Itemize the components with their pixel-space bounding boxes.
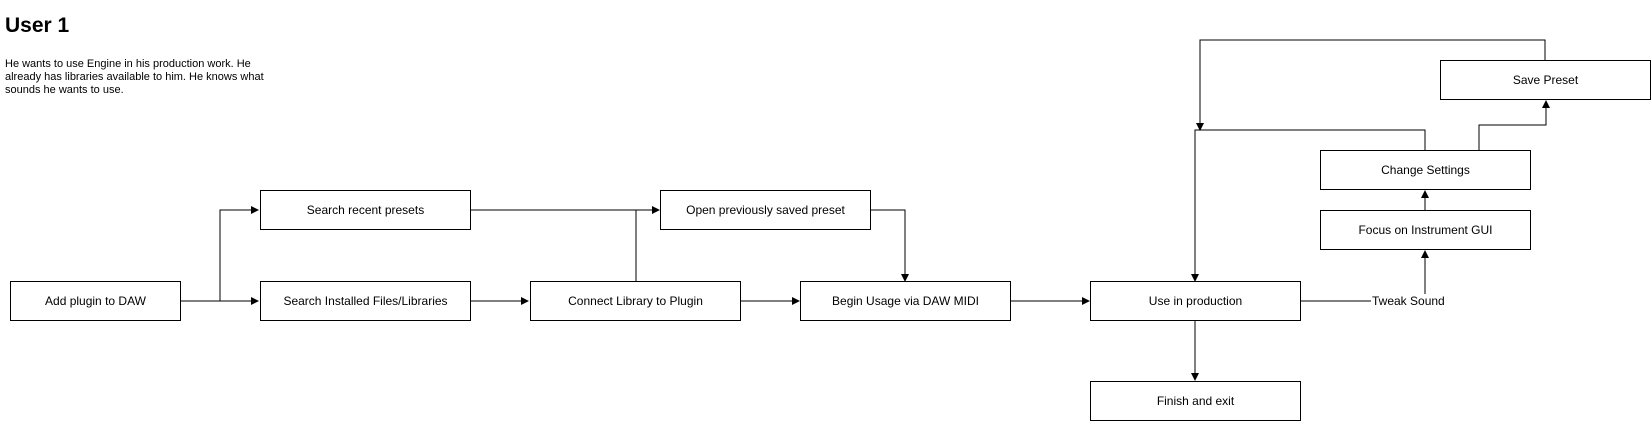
diagram-description: He wants to use Engine in his production…: [5, 58, 264, 96]
node-save-preset[interactable]: Save Preset: [1440, 60, 1651, 100]
edge-open-to-begin: [870, 209, 909, 282]
diagram-title: User 1: [5, 14, 70, 37]
edge-save-to-loop: [1196, 39, 1546, 131]
node-finish-exit[interactable]: Finish and exit: [1090, 381, 1301, 421]
node-change-settings[interactable]: Change Settings: [1320, 150, 1531, 190]
edge-label-tweak-sound: Tweak Sound: [1371, 294, 1446, 308]
node-use-in-production[interactable]: Use in production: [1090, 281, 1301, 321]
edge-add-to-recent: [219, 206, 259, 301]
node-begin-usage[interactable]: Begin Usage via DAW MIDI: [800, 281, 1011, 321]
node-search-installed[interactable]: Search Installed Files/Libraries: [260, 281, 471, 321]
node-connect-library[interactable]: Connect Library to Plugin: [530, 281, 741, 321]
edge-change-to-save: [1478, 100, 1550, 150]
node-open-saved-preset[interactable]: Open previously saved preset: [660, 190, 871, 230]
node-add-plugin[interactable]: Add plugin to DAW: [10, 281, 181, 321]
node-focus-instrument-gui[interactable]: Focus on Instrument GUI: [1320, 210, 1531, 250]
edge-change-to-loop: [1191, 129, 1426, 282]
node-search-recent[interactable]: Search recent presets: [260, 190, 471, 230]
